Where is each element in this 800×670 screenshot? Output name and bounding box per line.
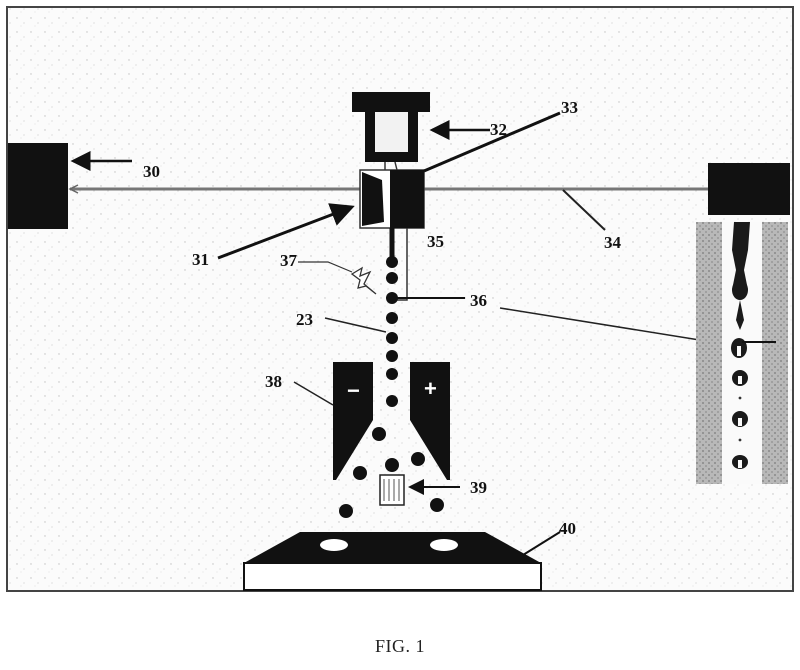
electrode-negative <box>333 362 373 480</box>
leader-33 <box>423 111 561 173</box>
label-39: 39 <box>470 478 487 497</box>
deflected-droplets <box>339 427 444 518</box>
figure-caption: FIG. 1 <box>374 636 425 656</box>
leader-37 <box>298 261 353 273</box>
stage-well-left <box>320 539 348 551</box>
leader-34 <box>562 189 606 231</box>
label-35: 35 <box>427 232 444 251</box>
leader-36-detail <box>499 307 713 343</box>
reservoir-cap <box>352 92 430 112</box>
label-34: 34 <box>604 233 622 252</box>
label-31: 31 <box>192 250 209 269</box>
diagram-canvas: 30 34 32 33 31 35 37 36 23 <box>8 8 792 591</box>
nozzle-head-33 <box>390 170 424 228</box>
stage-body <box>243 562 542 591</box>
detector-block-30 <box>8 143 68 229</box>
stage-top-40 <box>244 532 541 563</box>
label-32: 32 <box>490 120 507 139</box>
reservoir-interior <box>375 112 408 152</box>
label-33: 33 <box>561 98 578 117</box>
label-23: 23 <box>296 310 313 329</box>
piezo-left <box>362 172 384 226</box>
label-37: 37 <box>280 251 298 270</box>
light-source-block <box>708 163 790 215</box>
label-36: 36 <box>470 291 487 310</box>
collector-hatch <box>383 479 400 501</box>
label-38: 38 <box>265 372 282 391</box>
label-30: 30 <box>143 162 160 181</box>
leader-23 <box>324 317 387 333</box>
positive-sign: + <box>424 376 437 401</box>
leader-31 <box>217 203 355 260</box>
inset-droplet-photo <box>696 222 788 484</box>
leader-38 <box>293 381 334 406</box>
feed-line-2 <box>394 161 398 171</box>
stage-well-right <box>430 539 458 551</box>
negative-sign: − <box>347 378 360 403</box>
label-40: 40 <box>559 519 576 538</box>
leader-40 <box>522 531 561 556</box>
droplet-stream-23 <box>386 256 398 407</box>
beam-arrowhead <box>68 184 79 194</box>
electrode-positive <box>410 362 450 480</box>
lightning-icon <box>350 266 377 295</box>
